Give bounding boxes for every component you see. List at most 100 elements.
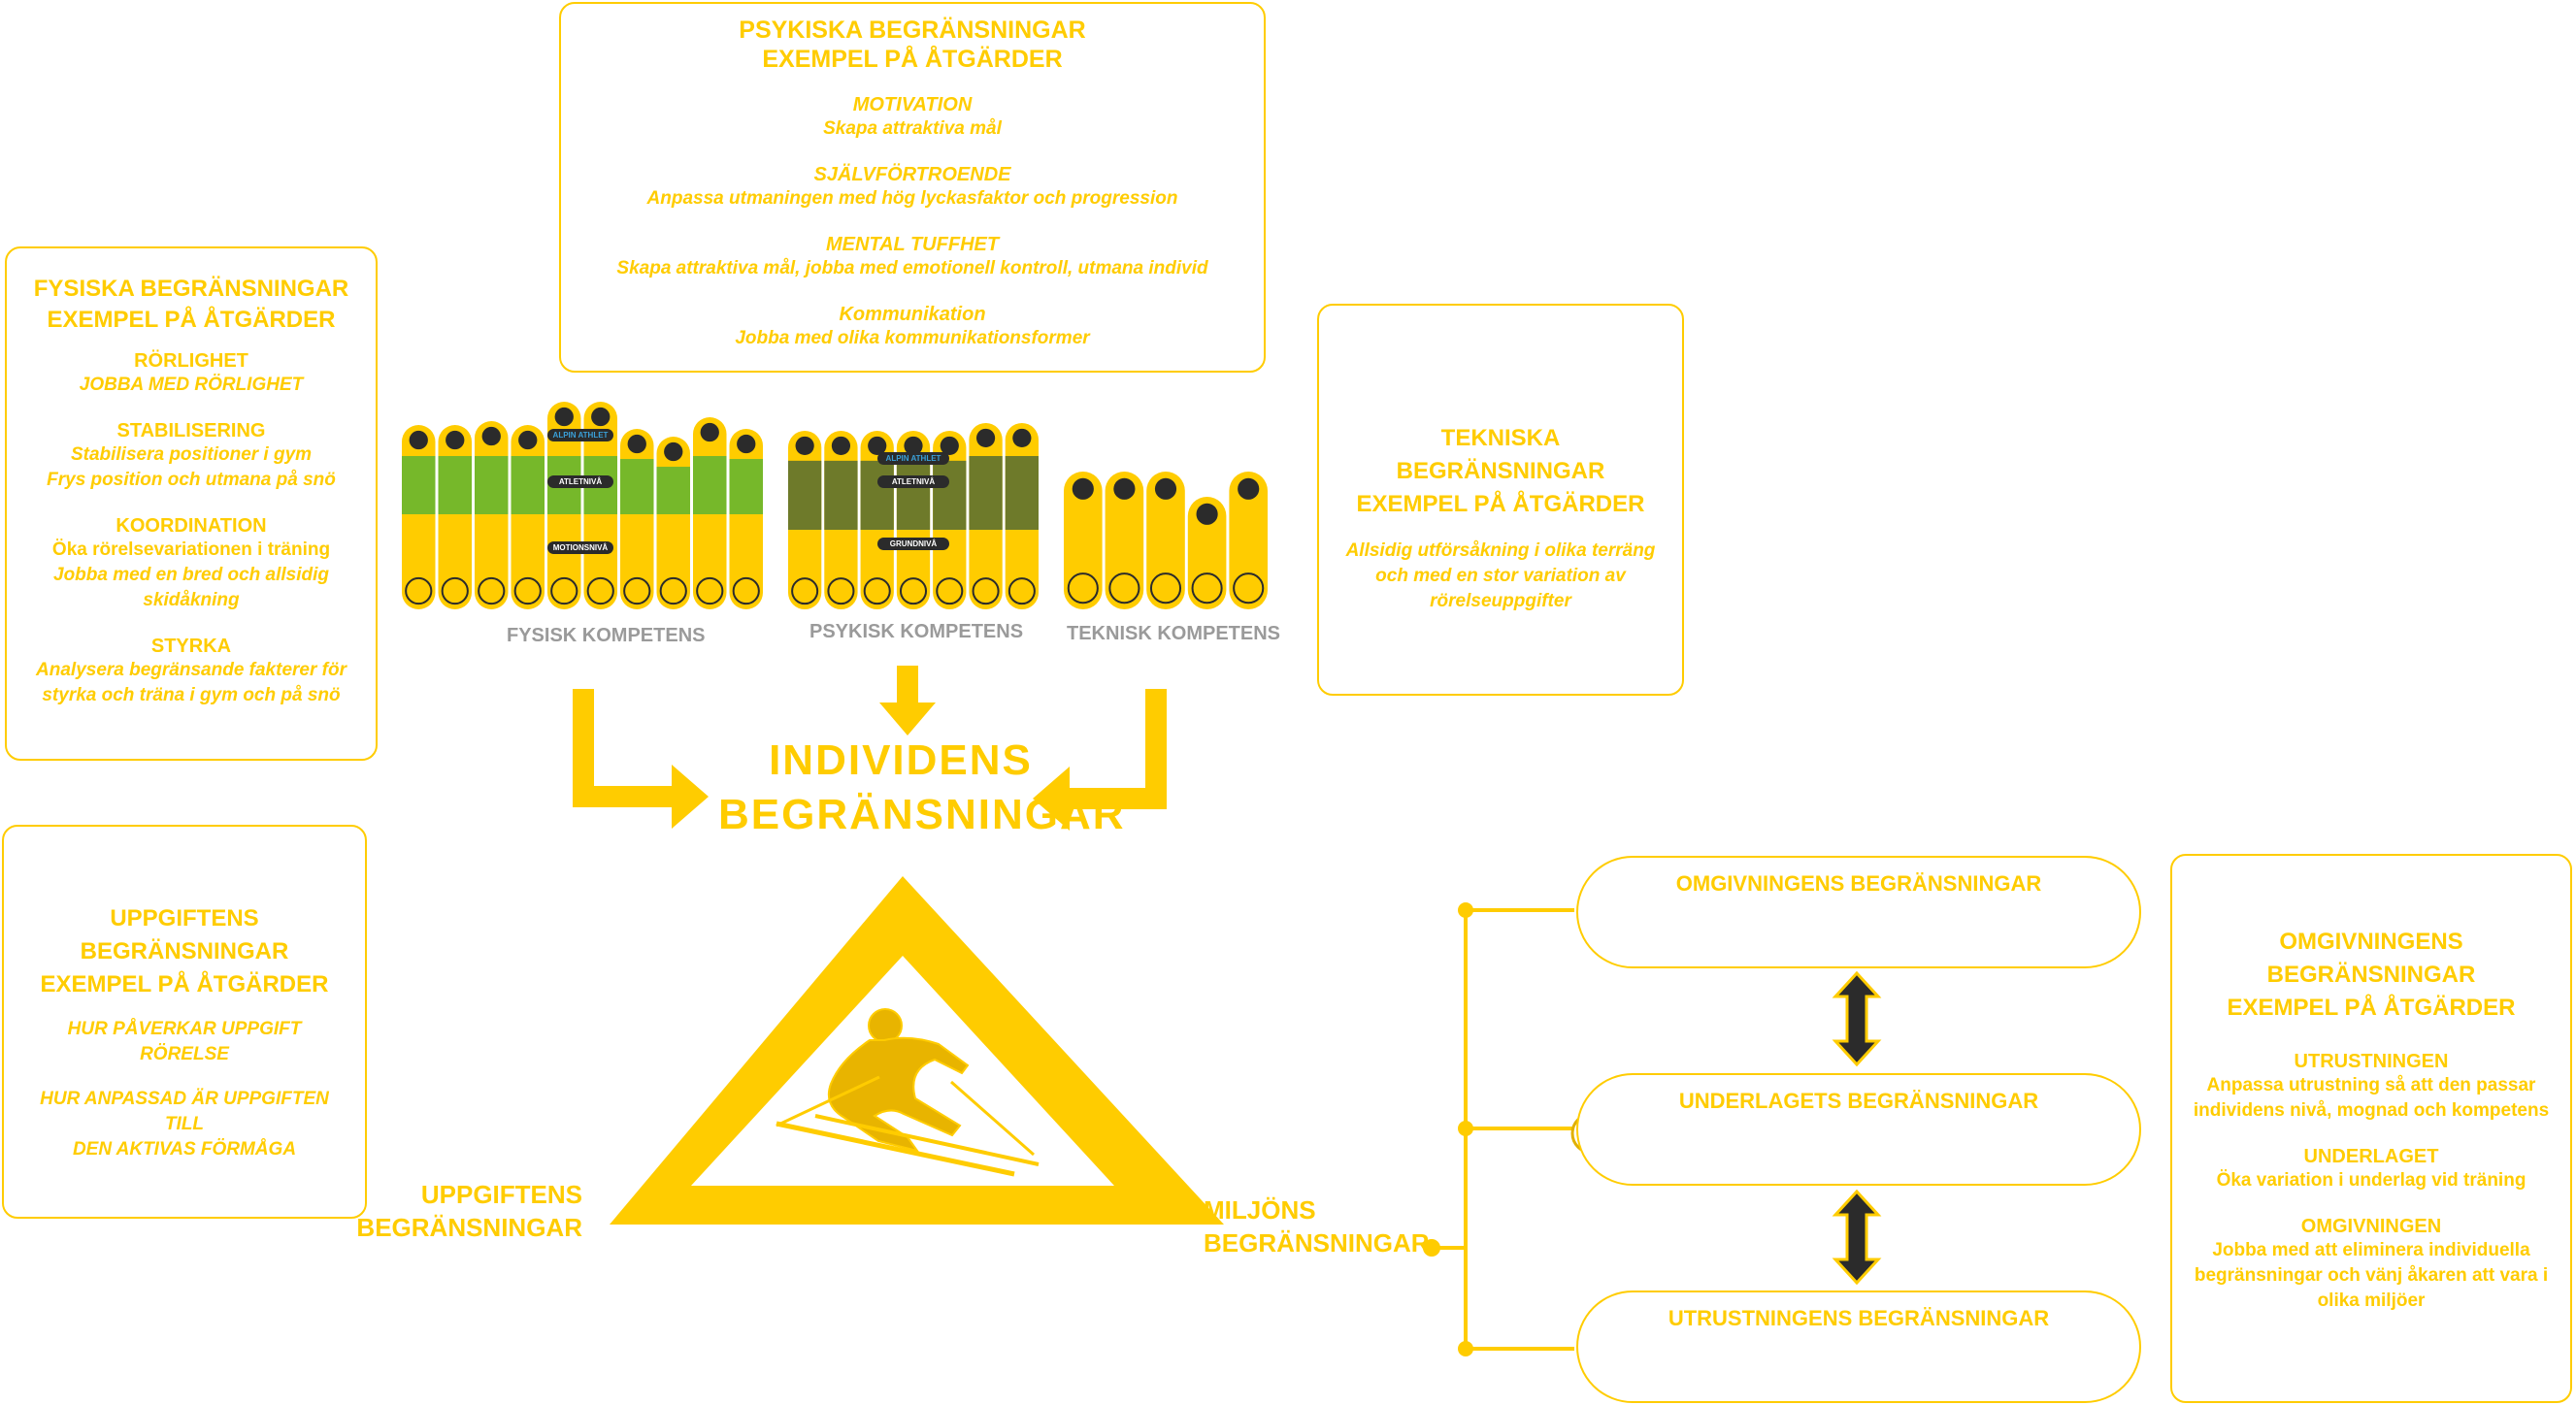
- psychic-limitations-box: PSYKISKA BEGRÄNSNINGAR EXEMPEL PÅ ÅTGÄRD…: [559, 2, 1266, 373]
- exercise-icon: [696, 576, 724, 605]
- level-icon: [591, 407, 611, 427]
- right-arrow: [1033, 689, 1167, 831]
- competence-bar: [1146, 472, 1185, 609]
- item-text: styrka och träna i gym och på snö: [42, 685, 341, 705]
- item-text: DEN AKTIVAS FÖRMÅGA: [72, 1139, 297, 1160]
- box-title: OMGIVNINGENS BEGRÄNSNINGAR: [2266, 929, 2476, 988]
- box-subtitle: EXEMPEL PÅ ÅTGÄRDER: [2227, 995, 2516, 1021]
- item-head: UNDERLAGET: [2303, 1146, 2439, 1167]
- level-icon: [627, 434, 646, 454]
- exercise-icon: [791, 577, 819, 605]
- center-line-2: BEGRÄNSNINGAR: [718, 791, 1126, 838]
- env-line-1: MILJÖNS: [1204, 1195, 1316, 1225]
- exercise-icon: [1233, 572, 1265, 604]
- item-text: skidåkning: [143, 590, 240, 610]
- level-icon: [940, 436, 959, 456]
- box-subtitle: EXEMPEL PÅ ÅTGÄRDER: [762, 46, 1063, 73]
- bar-group-graphic: [788, 423, 1039, 609]
- technical-competence-label: TEKNISK KOMPETENS: [1067, 623, 1281, 644]
- level-icon: [518, 430, 538, 450]
- exercise-icon: [1007, 577, 1036, 605]
- left-arrow: [573, 689, 709, 829]
- level-icon: [481, 426, 501, 446]
- item-text: Öka variation i underlag vid träning: [2216, 1170, 2526, 1191]
- level-icon: [975, 428, 996, 448]
- exercise-icon: [1108, 572, 1140, 604]
- competence-bar: [1105, 472, 1144, 609]
- task-line-2: BEGRÄNSNINGAR: [356, 1213, 582, 1242]
- item-text: Allsidig utförsåkning i olika terräng: [1345, 540, 1656, 561]
- technical-limitations-box: TEKNISKA BEGRÄNSNINGAR EXEMPEL PÅ ÅTGÄRD…: [1317, 304, 1684, 696]
- competence-bar: [1187, 497, 1227, 609]
- exercise-icon: [863, 577, 891, 605]
- item-text: JOBBA MED RÖRLIGHET: [79, 375, 304, 395]
- level-icon: [664, 441, 683, 462]
- item-text: Jobba med olika kommunikationsformer: [735, 328, 1090, 348]
- item-head: MOTIVATION: [852, 94, 973, 115]
- task-limitations-label: UPPGIFTENS BEGRÄNSNINGAR: [330, 1178, 582, 1244]
- competence-bar: [438, 425, 472, 609]
- item-head: STABILISERING: [116, 420, 266, 441]
- box-subtitle: EXEMPEL PÅ ÅTGÄRDER: [40, 971, 329, 997]
- physical-limitations-box: FYSISKA BEGRÄNSNINGAR EXEMPEL PÅ ÅTGÄRDE…: [5, 246, 378, 761]
- item-text: olika miljöer: [2317, 1291, 2426, 1311]
- box-subtitle: EXEMPEL PÅ ÅTGÄRDER: [47, 307, 336, 333]
- level-icon: [904, 436, 923, 456]
- competence-bar: [1064, 472, 1103, 609]
- exercise-icon: [513, 576, 542, 605]
- exercise-icon: [586, 576, 614, 605]
- item-text: Stabilisera positioner i gym: [70, 444, 313, 465]
- competence-bar: [969, 423, 1003, 609]
- exercise-icon: [1067, 572, 1099, 604]
- level-icon: [831, 436, 851, 456]
- level-tag: GRUNDNIVÅ: [877, 538, 949, 550]
- exercise-icon: [550, 576, 578, 605]
- item-text: begränsningar och vänj åkaren att vara i: [2194, 1265, 2549, 1286]
- competence-bar: [1005, 423, 1039, 609]
- task-line-1: UPPGIFTENS: [420, 1180, 582, 1209]
- item-text: Jobba med att eliminera individuella: [2212, 1240, 2530, 1260]
- item-head: RÖRLIGHET: [134, 350, 248, 372]
- box-title: PSYKISKA BEGRÄNSNINGAR: [739, 16, 1086, 44]
- item-text: och med en stor variation av: [1375, 566, 1626, 586]
- competence-bar: [693, 417, 727, 609]
- bar-group-graphic: [402, 402, 763, 609]
- warning-triangle: [610, 876, 1224, 1225]
- psychic-competence-label: PSYKISK KOMPETENS: [809, 621, 1024, 642]
- item-head: Kommunikation: [839, 304, 986, 325]
- box-title: TEKNISKA BEGRÄNSNINGAR: [1396, 425, 1605, 484]
- item-text: Skapa attraktiva mål, jobba med emotione…: [616, 258, 1208, 278]
- exercise-icon: [405, 576, 433, 605]
- exercise-icon: [1149, 572, 1182, 604]
- competence-bar: [402, 425, 436, 609]
- level-icon: [795, 436, 814, 456]
- competence-bar: [788, 431, 822, 609]
- pill-title: OMGIVNINGENS BEGRÄNSNINGAR: [1675, 871, 2042, 896]
- individual-limitations-label: INDIVIDENS BEGRÄNSNINGAR: [718, 734, 1126, 842]
- item-head: UTRUSTNINGEN: [2294, 1051, 2449, 1072]
- competence-bar: [511, 425, 545, 609]
- level-tag: MOTIONSNIVÅ: [547, 541, 613, 554]
- env-line-2: BEGRÄNSNINGAR: [1204, 1228, 1430, 1258]
- competence-bar: [1229, 472, 1268, 609]
- double-arrow-top: [1832, 970, 1882, 1067]
- bar-group-graphic: [1064, 472, 1268, 609]
- surroundings-pill: OMGIVNINGENS BEGRÄNSNINGAR: [1576, 856, 2141, 968]
- equipment-pill: UTRUSTNINGENS BEGRÄNSNINGAR: [1576, 1291, 2141, 1403]
- level-tag: ATLETNIVÅ: [877, 475, 949, 488]
- item-text: Analysera begränsande fakterer för: [36, 660, 347, 680]
- item-text: Anpassa utmaningen med hög lyckasfaktor …: [646, 188, 1178, 209]
- exercise-icon: [478, 576, 506, 605]
- level-icon: [1012, 428, 1032, 448]
- box-title: UPPGIFTENS BEGRÄNSNINGAR: [80, 905, 289, 964]
- surface-pill: UNDERLAGETS BEGRÄNSNINGAR: [1576, 1073, 2141, 1186]
- pill-title: UTRUSTNINGENS BEGRÄNSNINGAR: [1668, 1306, 2050, 1330]
- item-text: Anpassa utrustning så att den passar: [2206, 1075, 2536, 1095]
- level-tag: ALPIN ATHLET: [547, 429, 613, 441]
- level-icon: [1154, 477, 1177, 500]
- exercise-icon: [936, 577, 964, 605]
- exercise-icon: [899, 577, 928, 605]
- level-icon: [1072, 477, 1094, 500]
